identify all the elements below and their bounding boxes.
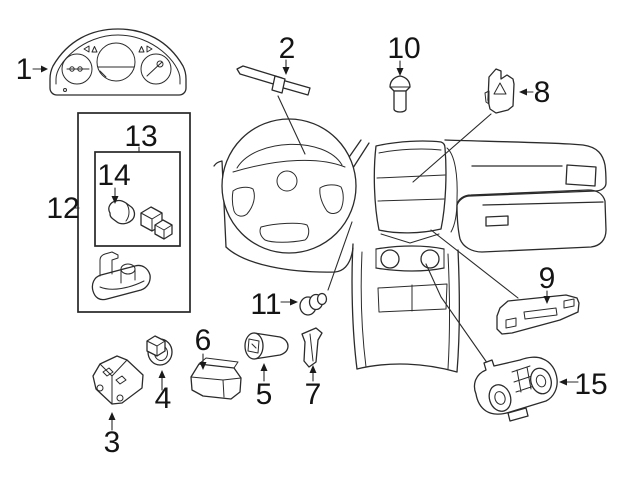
left-gauge [61, 53, 93, 85]
instrument-cluster-drawing [49, 28, 187, 96]
callout-4-number: 4 [155, 382, 172, 415]
trim-wedge-drawing [301, 327, 323, 368]
callout-1-number: 1 [16, 53, 33, 86]
callout-7-number: 7 [305, 378, 322, 411]
callout-9-number: 9 [539, 262, 556, 295]
callout-9: 9 [539, 262, 556, 304]
right-gauge [140, 53, 172, 85]
callout-14: 14 [97, 159, 131, 204]
callout-11: 11 [250, 288, 298, 321]
callout-11-number: 11 [250, 288, 281, 321]
callout-13-number: 13 [124, 120, 157, 153]
switch-panel-drawing [496, 294, 580, 335]
lamp-housing-bracket-drawing [91, 251, 151, 301]
callout-10: 10 [387, 32, 421, 76]
group-box-12 [77, 112, 191, 313]
control-module-drawing [92, 355, 144, 405]
warning-triangle-icon [91, 46, 98, 53]
group-box-13 [94, 151, 181, 247]
callout-15: 15 [559, 368, 608, 401]
warning-triangle-icon [138, 46, 145, 53]
callout-12: 12 [46, 192, 79, 225]
hazard-triangle-icon [493, 82, 507, 95]
sensor-drawing [389, 75, 411, 113]
callout-5-number: 5 [256, 378, 273, 411]
leader-lines [277, 95, 519, 378]
push-button-drawing [299, 292, 328, 316]
column-stalk-drawing [236, 65, 311, 96]
climate-control-drawing [473, 356, 558, 422]
callout-2: 2 [279, 32, 296, 75]
climate-knob-right [530, 367, 552, 395]
callout-8: 8 [519, 76, 550, 109]
bulb-drawing [108, 199, 136, 225]
dash-knob-left [380, 249, 400, 269]
center-console-drawing [351, 243, 461, 373]
relay-box-drawing [190, 357, 242, 400]
callout-6: 6 [195, 324, 212, 370]
callout-8-number: 8 [534, 76, 551, 109]
callout-3-number: 3 [104, 426, 121, 459]
callout-1: 1 [16, 53, 48, 86]
climate-knob-left [488, 384, 512, 412]
callout-5: 5 [256, 363, 273, 411]
dashboard-drawing [213, 139, 607, 373]
callout-6-number: 6 [195, 324, 212, 357]
callout-2-number: 2 [279, 32, 296, 65]
callout-4: 4 [155, 370, 172, 415]
callout-13: 13 [124, 120, 157, 153]
round-switch-drawing [146, 335, 173, 366]
callout-3: 3 [104, 412, 121, 459]
dash-knob-right [420, 249, 440, 269]
callout-14-number: 14 [97, 159, 130, 192]
bulb-socket-connector-drawing [140, 206, 173, 240]
callout-7: 7 [305, 365, 322, 411]
callouts: 1 2 3 4 5 6 7 8 [16, 32, 608, 459]
ignition-switch-drawing [244, 332, 289, 360]
steering-wheel-drawing [221, 118, 357, 254]
callout-15-number: 15 [574, 368, 607, 401]
indicator-arrow-icon [83, 45, 90, 53]
callout-10-number: 10 [387, 32, 420, 65]
indicator-arrow-icon [146, 45, 153, 53]
center-gauge [96, 42, 136, 82]
rocker-switch-drawing [484, 68, 515, 114]
